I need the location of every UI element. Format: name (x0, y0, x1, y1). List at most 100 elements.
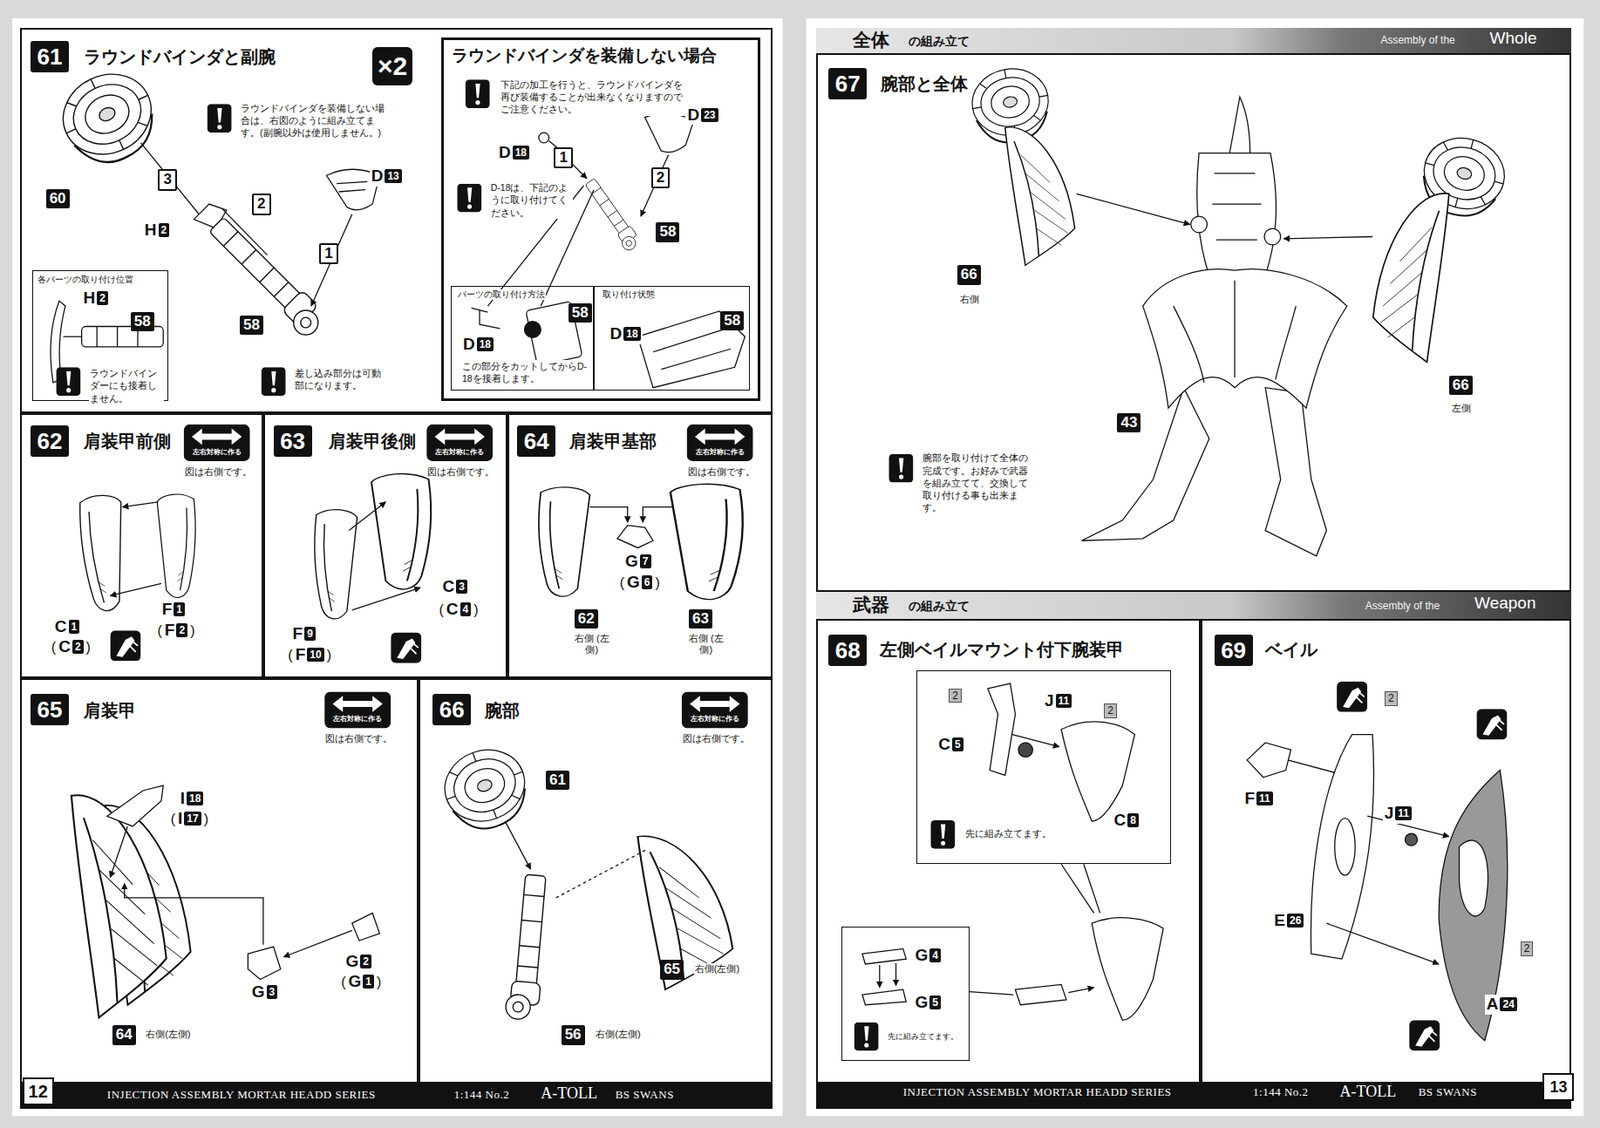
tiny-heading: パーツの取り付け方法 (456, 289, 546, 300)
part-num-box: 2 (96, 291, 109, 306)
part-label: C8 (1112, 810, 1141, 831)
assembly-lines (435, 739, 538, 840)
step-title: 腕部 (484, 700, 520, 722)
part-num-box: 3 (266, 985, 279, 1000)
part-label: (F10) (283, 645, 336, 666)
inset-title: ラウンドバインダを装備しない場合 (451, 46, 717, 67)
part-letter: G (626, 572, 640, 592)
step-order-number: 3 (157, 169, 177, 191)
part-num-box: 26 (1286, 913, 1304, 928)
part-num-box: 18 (623, 326, 640, 341)
step-title: 肩装甲後側 (328, 430, 416, 452)
caution-note: ラウンドバインダを装備しない場合は、右図のように組み立てます。(副腕以外は使用し… (239, 102, 390, 140)
side-note: 図は右側です。 (183, 466, 253, 478)
step-number: 68 (828, 634, 867, 667)
part-paren: ) (190, 623, 195, 639)
assembly-lines (203, 214, 329, 341)
side-note: 右側(左側) (694, 963, 741, 975)
symmetry-badge-text: 左右対称に作る (426, 448, 493, 457)
part-label: G7 (623, 551, 653, 572)
assembly-lines (538, 487, 590, 597)
assembly-lines (1334, 818, 1355, 877)
assembly-lines (49, 60, 168, 177)
part-num-box: 2 (158, 223, 171, 238)
part-num-box: 6 (641, 575, 654, 590)
assembly-lines (336, 181, 368, 192)
part-letter: D (462, 334, 476, 354)
assembly-lines (504, 873, 551, 1022)
callout-number: 58 (130, 312, 155, 332)
assembly-lines (1012, 735, 1060, 748)
step-number: 62 (30, 425, 69, 457)
assembly-lines (1459, 840, 1489, 917)
part-label: D13 (369, 166, 404, 187)
part-label: G5 (912, 993, 942, 1014)
assembly-lines (49, 60, 1512, 1042)
page-number: 12 (22, 1077, 55, 1106)
assembly-lines (348, 502, 386, 532)
caution-note: ラウンドバインダーにも接着しません。 (88, 367, 164, 405)
icons (261, 367, 286, 396)
step-title: ベイル (1265, 639, 1318, 661)
assembly-lines (1076, 193, 1191, 225)
symmetry-badge-text: 左右対称に作る (681, 714, 749, 724)
callout-number: 66 (1449, 375, 1473, 395)
callout-number: 62 (574, 609, 599, 629)
reference-number: 2 (948, 688, 962, 703)
assembly-lines (1143, 269, 1348, 409)
icons (324, 691, 391, 729)
part-paren: ( (340, 974, 346, 990)
symmetry-badge-text: 左右対称に作る (324, 714, 391, 724)
assembly-lines (617, 525, 654, 549)
assembly-lines (670, 483, 743, 600)
callout-number: 61 (545, 770, 570, 790)
part-letter: G (914, 993, 928, 1012)
assembly-lines (1246, 742, 1291, 778)
step-order-number: 2 (251, 193, 271, 215)
assembly-lines (642, 507, 674, 524)
part-num-box: 4 (460, 602, 472, 617)
footer-text: BS SWANS (615, 1088, 675, 1103)
assembly-lines (314, 510, 358, 620)
step-title: 肩装甲前側 (83, 430, 171, 452)
step-title: 左側ベイルマウント付下腕装甲 (879, 639, 1124, 661)
header-en-big: Weapon (1474, 593, 1536, 614)
symmetry-badge-text: 左右対称に作る (687, 448, 754, 457)
part-num-box: 13 (384, 169, 402, 184)
callout-number: 60 (46, 189, 70, 209)
assembly-lines (352, 587, 421, 611)
assembly-lines (1229, 96, 1250, 153)
step-order-number: 1 (553, 147, 572, 169)
step-number: 67 (828, 68, 867, 100)
part-letter: G (251, 982, 266, 1001)
side-note: 右側 (959, 293, 981, 306)
assembly-lines (581, 177, 642, 253)
part-num-box: 23 (701, 108, 718, 123)
step-title: 腕部と全体 (880, 73, 968, 95)
assembly-lines (1211, 173, 1261, 240)
part-paren: ( (51, 640, 56, 655)
assembly-lines (1018, 742, 1033, 757)
header-big: 武器 (852, 593, 890, 616)
part-num-box: 1 (173, 602, 185, 617)
assembly-lines (589, 507, 627, 524)
paper (806, 18, 1585, 1117)
part-letter: F (162, 599, 173, 619)
part-label: G2 (343, 952, 373, 973)
icons (109, 630, 141, 661)
quantity-badge: ×2 (372, 47, 413, 86)
assembly-lines (524, 321, 542, 339)
icons (888, 454, 913, 484)
part-letter: C (58, 637, 71, 656)
part-letter: D (609, 324, 622, 343)
assembly-lines (141, 142, 200, 215)
callout-number: 65 (660, 960, 684, 980)
footer-text: INJECTION ASSEMBLY MORTAR HEADD SERIES (107, 1088, 376, 1103)
part-paren: ) (654, 575, 660, 591)
part-letter: F (295, 645, 307, 664)
part-label: E26 (1272, 911, 1306, 932)
part-letter: D (498, 142, 511, 162)
assembly-lines (124, 883, 264, 945)
